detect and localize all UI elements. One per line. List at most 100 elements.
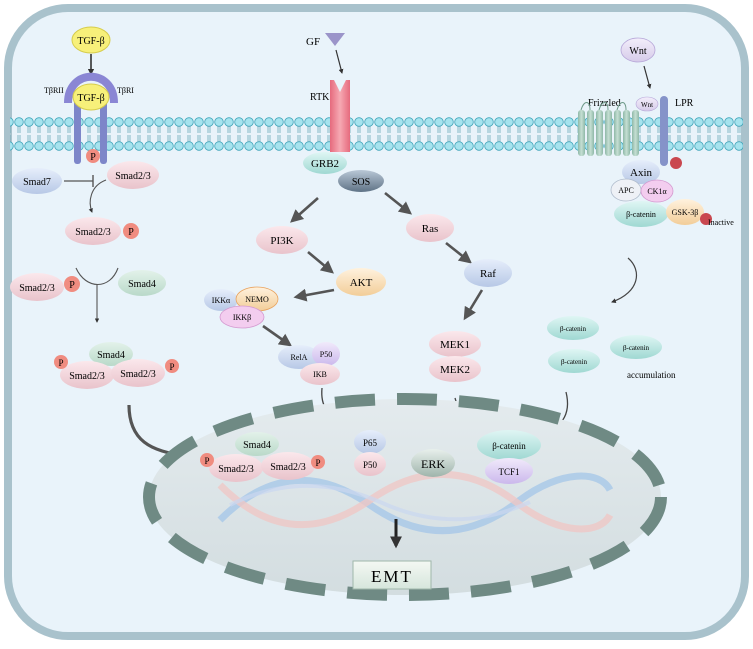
sos-node: [338, 170, 384, 192]
bcatenin-free-1: [547, 316, 599, 340]
lpr-label: LPR: [675, 98, 694, 109]
smad4-label: Smad4: [128, 279, 156, 290]
bcatenin-free-3: [548, 349, 600, 373]
wnt-ligand: [620, 37, 656, 63]
phospho-smad23b: [64, 276, 80, 292]
nuc-p65: [354, 430, 386, 454]
nuc-phospho-a: [200, 453, 214, 467]
ikb-label: IKB: [313, 370, 327, 379]
smad23-label: Smad2/3: [115, 171, 151, 182]
ras-label: Ras: [422, 223, 439, 235]
complex-phospho-a-label: P: [58, 358, 63, 368]
nuc-phospho-a-label: P: [204, 456, 209, 466]
bcatenin-free-1-label: β-catenin: [560, 325, 587, 333]
tgfb-ligand: [71, 26, 111, 54]
phospho-receptor: [86, 149, 100, 163]
tbrii-label: TβRII: [44, 86, 64, 95]
mek1-label: MEK1: [440, 339, 470, 351]
p50-node: [312, 342, 340, 366]
nuc-smad4: [235, 432, 279, 456]
p50-label: P50: [320, 350, 332, 359]
merge-curve: [75, 267, 119, 285]
nemo-label: NEMO: [245, 295, 269, 304]
phospho-smad23-label: P: [128, 227, 134, 238]
sos-to-ras: [384, 191, 413, 215]
nuc-tcf1: [485, 458, 533, 484]
complex-smad23a-label: Smad2/3: [69, 371, 105, 382]
mek1-node: [429, 331, 481, 357]
nucleus: Smad4 Smad2/3 Smad2/3 P P P65 P50 ERK β-…: [143, 393, 667, 601]
nuc-phospho-b: [311, 455, 325, 469]
wnt-label: Wnt: [629, 46, 646, 57]
wnt-arrow: [643, 65, 652, 89]
tbri-label: TβRI: [117, 86, 134, 95]
complex-smad4: [89, 342, 133, 366]
nuc-smad4-label: Smad4: [243, 440, 271, 451]
smad7-node: [12, 168, 62, 194]
nuc-erk: [411, 449, 455, 477]
grb2-label: GRB2: [311, 158, 339, 170]
bcatenin-complex-label: β-catenin: [626, 210, 656, 219]
ras-to-raf: [445, 241, 473, 264]
bcatenin-free-2: [610, 335, 662, 359]
raf-to-mek: [463, 289, 484, 321]
apc-label: APC: [618, 186, 634, 195]
nuc-bcatenin: [477, 430, 541, 460]
raf-label: Raf: [480, 268, 496, 280]
receptor-arc: [64, 72, 118, 104]
pi3k-label: PI3K: [270, 235, 293, 247]
smad23-p-label: Smad2/3: [75, 227, 111, 238]
phospho-smad23b-label: P: [69, 280, 75, 291]
nuc-smad23a: [209, 454, 263, 482]
smad23-p2-label: Smad2/3: [19, 283, 55, 294]
tgfb-bound-label: TGF-β: [77, 93, 104, 104]
accumulation-label: accumulation: [627, 370, 676, 380]
smad4-node: [118, 270, 166, 296]
rtk-receptor: [330, 80, 350, 152]
frizzled-label: Frizzled: [588, 98, 621, 109]
complex-smad23b-label: Smad2/3: [120, 369, 156, 380]
wnt-pathway: Wnt Wnt Frizzled LPR Axin APC CK1α β-cat…: [539, 37, 734, 437]
ck1a-node: [640, 179, 674, 203]
smad7-label: Smad7: [23, 177, 51, 188]
bcatenin-free-3-label: β-catenin: [561, 358, 588, 366]
mek2-label: MEK2: [440, 364, 470, 376]
rela-label: RelA: [291, 353, 308, 362]
gf-arrow: [335, 49, 344, 74]
akt-node: [336, 268, 386, 296]
nuc-phospho-b-label: P: [315, 458, 320, 468]
rtk-label: RTK: [310, 92, 330, 103]
gsk3b-node: [666, 199, 704, 225]
complex-phospho-b: [165, 359, 179, 373]
smad23-arrow: [88, 179, 107, 213]
nuc-p50-label: P50: [363, 460, 378, 470]
nuc-erk-label: ERK: [421, 457, 445, 471]
tgfb-bound: [72, 83, 110, 111]
lpr-phospho: [670, 157, 682, 169]
tbri-receptor: [100, 100, 107, 164]
tgfb-ligand-label: TGF-β: [77, 36, 104, 47]
gsk3b-label: GSK-3β: [672, 208, 699, 217]
complex-smad23a: [60, 361, 114, 389]
nuc-tcf1-label: TCF1: [498, 467, 519, 477]
mek2-node: [429, 356, 481, 382]
pi3k-to-akt: [307, 251, 334, 274]
ikka-node: [204, 289, 238, 311]
bcatenin-free-2-label: β-catenin: [623, 344, 650, 352]
emt-box: [352, 560, 432, 590]
gsk3b-phospho: [700, 213, 712, 225]
ck1a-label: CK1α: [647, 187, 667, 196]
frizzled-receptor: [578, 102, 639, 156]
smad23-node: [107, 161, 159, 189]
nuc-smad23b-label: Smad2/3: [270, 462, 306, 473]
grb2-to-pi3k: [290, 197, 319, 223]
complex-smad4-label: Smad4: [97, 350, 125, 361]
emt-label: EMT: [371, 567, 413, 586]
grb2-node: [303, 152, 347, 174]
nuc-smad23a-label: Smad2/3: [218, 464, 254, 475]
inactive-label: Inactive: [708, 218, 734, 227]
wnt-to-accum: [611, 257, 637, 303]
phospho-smad23: [123, 223, 139, 239]
